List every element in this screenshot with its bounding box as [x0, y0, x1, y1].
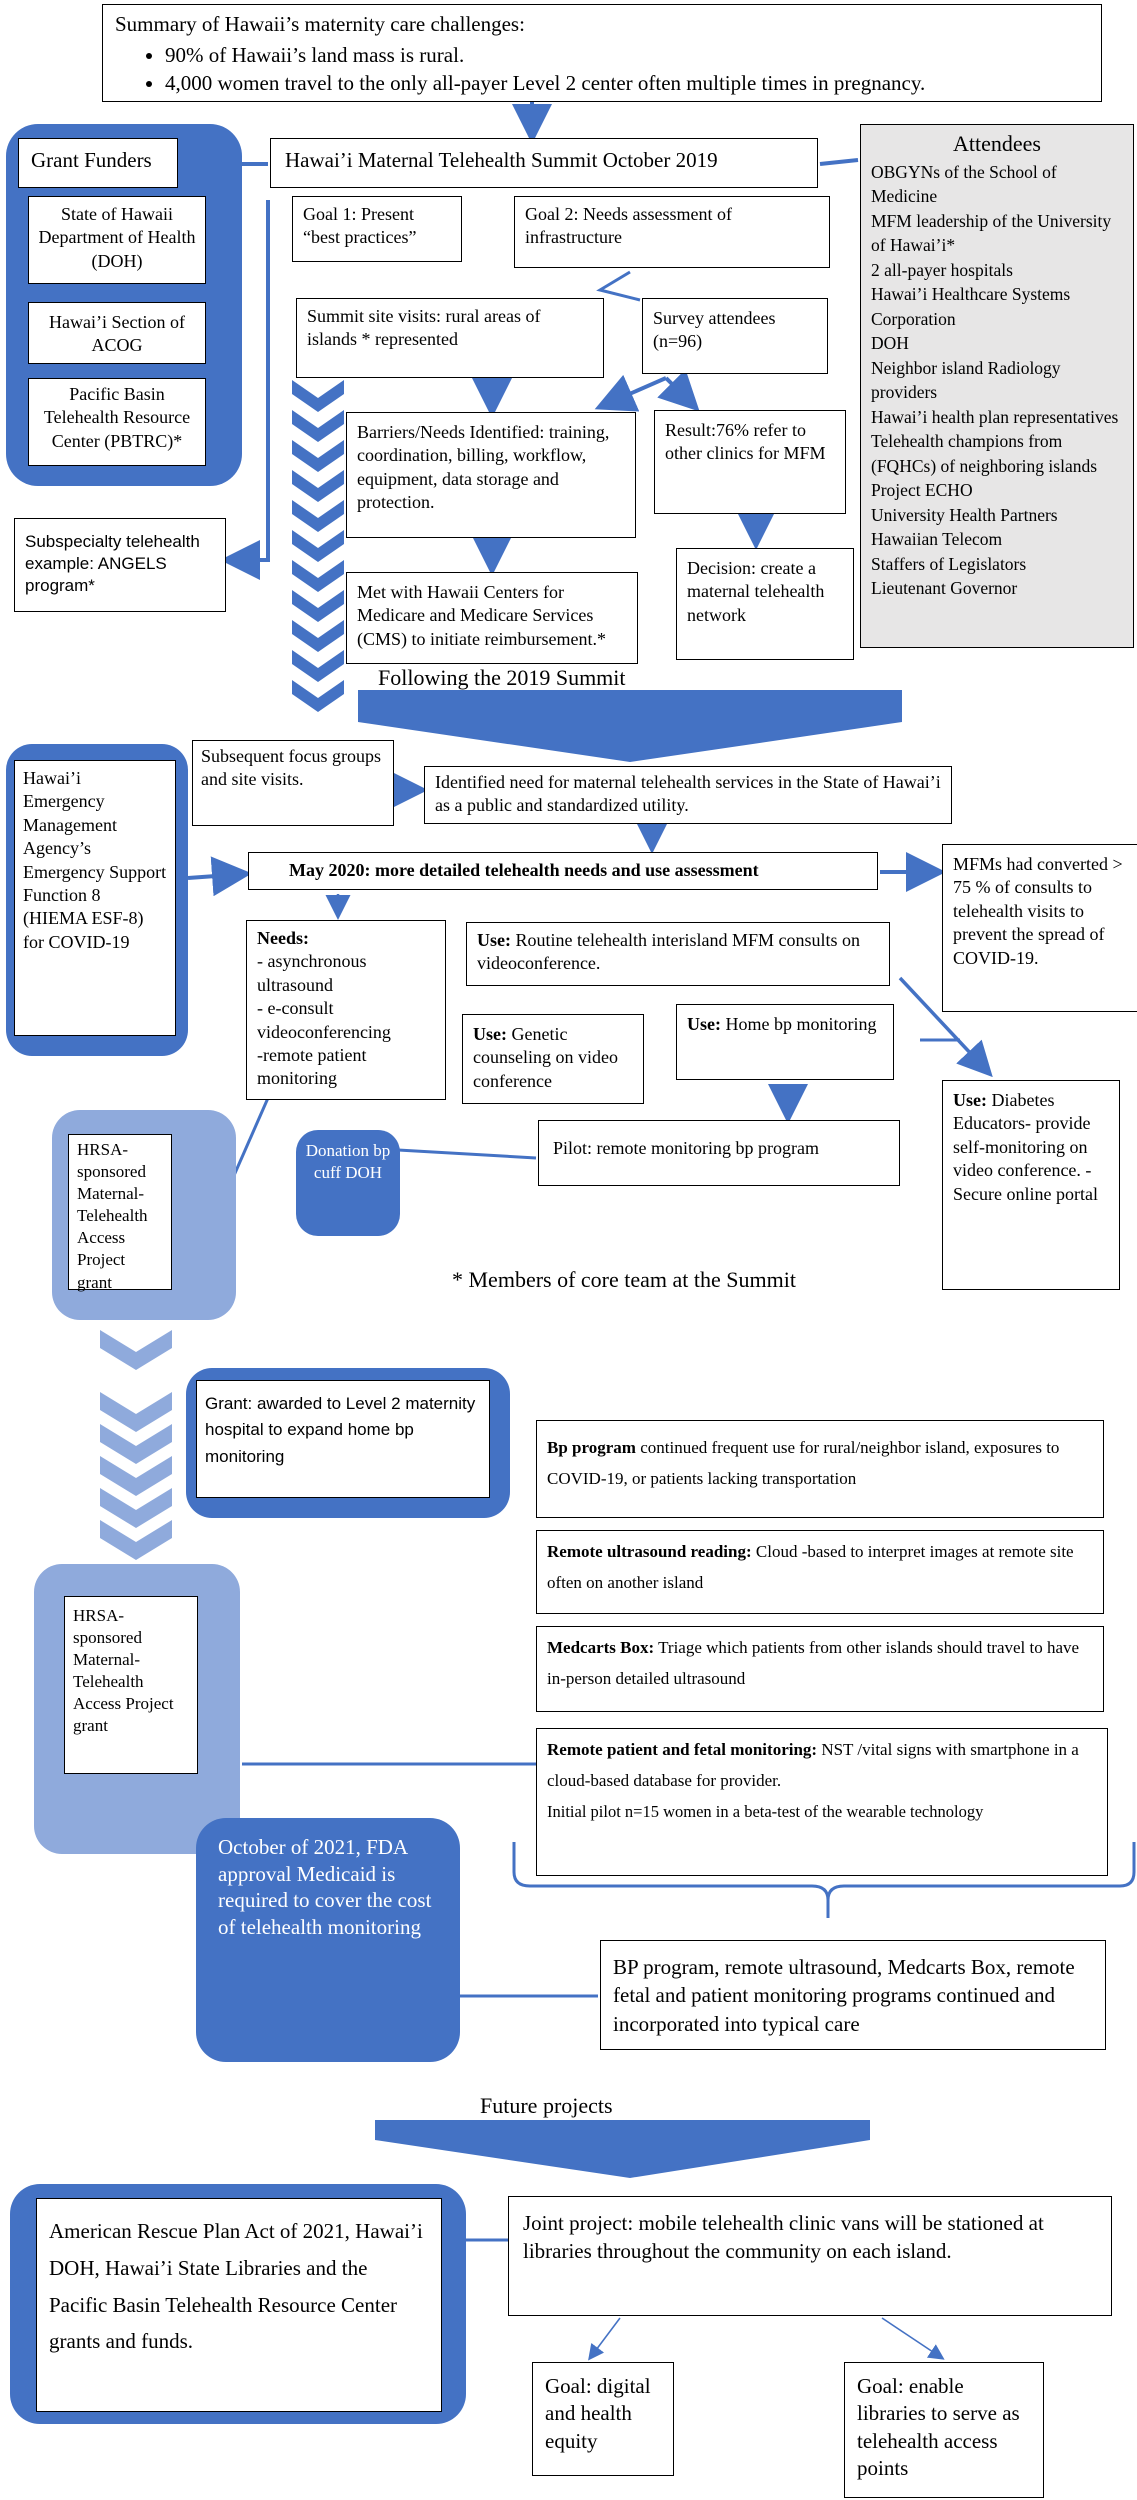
- arrow-hiema-may: [187, 856, 252, 897]
- use-heading: Use:: [953, 1090, 987, 1110]
- summit-title: Hawai’i Maternal Telehealth Summit Octob…: [270, 138, 818, 188]
- needs-heading: Needs:: [257, 928, 309, 948]
- hrsa-box-1: HRSA-sponsored Maternal-Telehealth Acces…: [68, 1134, 172, 1292]
- connector-attendees-summit: [819, 158, 859, 166]
- chevron-column-upper: [292, 380, 344, 712]
- use-heading: Use:: [687, 1014, 721, 1034]
- goal-2: Goal 2: Needs assessment of infrastructu…: [514, 196, 830, 268]
- cms-box: Met with Hawaii Centers for Medicare and…: [346, 572, 638, 664]
- attendee-item: 2 all-payer hospitals: [871, 259, 1013, 280]
- chevron-column-lower: [100, 1330, 172, 1560]
- following-label: Following the 2019 Summit: [378, 665, 626, 690]
- attendee-item: University Health Partners: [871, 504, 1058, 525]
- arrow-routine-diabetes: [898, 976, 993, 1078]
- pilot-box: Pilot: remote monitoring bp program: [538, 1120, 900, 1186]
- use-text: Genetic counseling on video conference: [473, 1024, 618, 1091]
- goal-1: Goal 1: Present “best practices”: [292, 196, 462, 262]
- attendee-item: Project ECHO: [871, 480, 973, 501]
- donation-box: Donation bp cuff DOH: [296, 1130, 400, 1236]
- arrow-survey-result: [657, 369, 700, 412]
- attendee-item: DOH: [871, 333, 909, 354]
- program-heading: Remote patient and fetal monitoring:: [547, 1740, 818, 1759]
- core-team-note: * Members of core team at the Summit: [452, 1267, 796, 1292]
- use-heading: Use:: [477, 930, 511, 950]
- continued-box: BP program, remote ultrasound, Medcarts …: [600, 1940, 1106, 2050]
- needs-line: - asynchronous ultrasound: [257, 951, 367, 995]
- future-arrow: [375, 2120, 870, 2178]
- remote-ultrasound-box: Remote ultrasound reading: Cloud -based …: [536, 1530, 1104, 1614]
- grant-awarded-box: Grant: awarded to Level 2 maternity hosp…: [196, 1380, 490, 1498]
- future-label: Future projects: [480, 2093, 613, 2118]
- result-box: Result:76% refer to other clinics for MF…: [654, 410, 846, 514]
- needs-line: -remote patient monitoring: [257, 1044, 367, 1089]
- connector-subspecialty: [220, 200, 270, 580]
- needs-line: - e-consult videoconferencing: [257, 998, 391, 1042]
- following-arrow: [358, 690, 902, 762]
- program-text: Cloud -based to interpret images at remo…: [547, 1542, 1074, 1592]
- attendee-item: MFM leadership of the University of Hawa…: [871, 210, 1112, 256]
- funder-pbtrc: Pacific Basin Telehealth Resource Center…: [28, 378, 206, 466]
- use-home-box: Use: Home bp monitoring: [676, 1004, 894, 1080]
- program-text: continued frequent use for rural/neighbo…: [547, 1438, 1060, 1488]
- program-text: Triage which patients from other islands…: [547, 1638, 1080, 1688]
- summary-bullet: 4,000 women travel to the only all-payer…: [165, 70, 1089, 97]
- hiema-box: Hawai’i Emergency Management Agency’s Em…: [14, 760, 176, 1036]
- arrow-goal2-split: [596, 270, 641, 302]
- summary-title: Summary of Hawaii’s maternity care chall…: [115, 12, 525, 36]
- use-diabetes-box: Use: Diabetes Educators- provide self-mo…: [942, 1080, 1120, 1290]
- barriers-box: Barriers/Needs Identified: training, coo…: [346, 412, 636, 538]
- attendees-panel: Attendees OBGYNs of the School of Medici…: [860, 124, 1134, 648]
- use-heading: Use:: [473, 1024, 507, 1044]
- attendees-title: Attendees: [953, 131, 1041, 156]
- program-heading: Remote ultrasound reading:: [547, 1542, 752, 1561]
- program-text: NST /vital signs with smartphone in a cl…: [547, 1740, 1079, 1790]
- program-heading: Medcarts Box:: [547, 1638, 655, 1657]
- attendee-item: Hawaiian Telecom: [871, 529, 1003, 550]
- decision-box: Decision: create a maternal telehealth n…: [676, 548, 854, 660]
- arpa-box: American Rescue Plan Act of 2021, Hawai’…: [36, 2198, 442, 2412]
- attendee-item: Telehealth champions from (FQHCs) of nei…: [871, 431, 1098, 476]
- brace-connector: [512, 1842, 1136, 1918]
- arrow-joint-equity: [588, 2317, 621, 2361]
- attendee-item: Hawai’i Healthcare Systems Corporation: [871, 284, 1071, 329]
- arrow-survey-barriers: [594, 374, 667, 412]
- may-2020-box: May 2020: more detailed telehealth needs…: [248, 852, 878, 890]
- program-pilot: Initial pilot n=15 women in a beta-test …: [547, 1802, 984, 1822]
- medcarts-box: Medcarts Box: Triage which patients from…: [536, 1626, 1104, 1712]
- use-text: Routine telehealth interisland MFM consu…: [477, 930, 860, 974]
- arrow-joint-libraries: [881, 2317, 945, 2360]
- site-visits-box: Summit site visits: rural areas of islan…: [296, 298, 604, 378]
- funder-acog: Hawai’i Section of ACOG: [28, 302, 206, 364]
- program-heading: Bp program: [547, 1438, 636, 1457]
- fda-box: October of 2021, FDA approval Medicaid i…: [196, 1818, 460, 2062]
- goal-equity-box: Goal: digital and health equity: [532, 2362, 674, 2476]
- needs-box: Needs: - asynchronous ultrasound - e-con…: [246, 920, 446, 1100]
- attendee-item: Lieutenant Governor: [871, 578, 1018, 599]
- identified-need-box: Identified need for maternal telehealth …: [424, 766, 952, 824]
- attendee-item: Neighbor island Radiology providers: [871, 357, 1061, 403]
- use-genetic-box: Use: Genetic counseling on video confere…: [462, 1014, 644, 1104]
- joint-project-box: Joint project: mobile telehealth clinic …: [508, 2196, 1112, 2316]
- focus-groups-box: Subsequent focus groups and site visits.: [192, 740, 394, 826]
- attendee-item: Staffers of Legislators: [871, 553, 1027, 574]
- bp-program-box: Bp program continued frequent use for ru…: [536, 1420, 1104, 1518]
- grant-funders-title: Grant Funders: [18, 138, 178, 188]
- remote-monitoring-box: Remote patient and fetal monitoring: NST…: [536, 1728, 1108, 1876]
- use-routine-box: Use: Routine telehealth interisland MFM …: [466, 922, 890, 986]
- use-text: Diabetes Educators- provide self-monitor…: [953, 1090, 1098, 1204]
- attendee-item: Hawai’i health plan representatives: [871, 406, 1119, 427]
- mfms-box: MFMs had converted > 75 % of consults to…: [942, 844, 1137, 1012]
- hrsa-box-2: HRSA-sponsored Maternal-Telehealth Acces…: [64, 1596, 198, 1774]
- funder-doh: State of Hawaii Department of Health (DO…: [28, 196, 206, 284]
- goal-libraries-box: Goal: enable libraries to serve as teleh…: [844, 2362, 1044, 2498]
- use-text: Home bp monitoring: [721, 1014, 877, 1034]
- summary-box: Summary of Hawaii’s maternity care chall…: [102, 4, 1102, 102]
- summary-bullet: 90% of Hawaii’s land mass is rural.: [165, 42, 1089, 69]
- connector-needs-hrsa1: [230, 1097, 270, 1181]
- survey-box: Survey attendees (n=96): [642, 298, 828, 374]
- attendee-item: OBGYNs of the School of Medicine: [871, 161, 1057, 207]
- connector-donation-pilot: [397, 1148, 537, 1160]
- subspecialty-box: Subspecialty telehealth example: ANGELS …: [14, 518, 226, 612]
